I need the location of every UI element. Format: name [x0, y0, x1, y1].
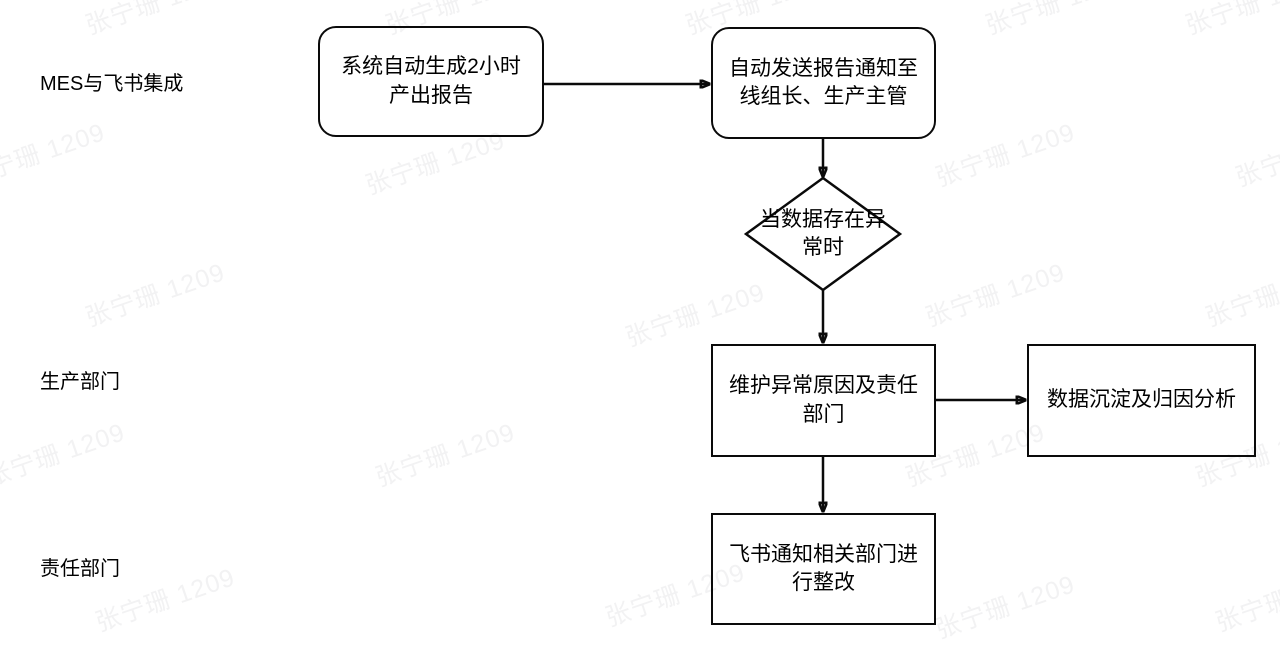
swimlane-label-production: 生产部门 — [40, 371, 120, 393]
node-data-analysis-label: 数据沉淀及归因分析 — [1047, 388, 1236, 412]
node-decision-abnormal-label: 当数据存在异常时 — [760, 207, 886, 259]
node-send-notice-label: 自动发送报告通知至线组长、生产主管 — [729, 56, 918, 108]
node-decision-abnormal[interactable]: 当数据存在异常时 — [746, 178, 900, 290]
node-feishu-notify-label: 飞书通知相关部门进行整改 — [729, 542, 918, 594]
decision-diamond-outline — [743, 176, 903, 292]
node-auto-report[interactable]: 系统自动生成2小时产出报告 — [318, 26, 544, 137]
swimlane-label-responsible: 责任部门 — [40, 558, 120, 580]
node-feishu-notify[interactable]: 飞书通知相关部门进行整改 — [711, 513, 936, 625]
node-maintain-cause-label: 维护异常原因及责任部门 — [729, 374, 918, 426]
swimlane-label-mes: MES与飞书集成 — [40, 73, 184, 95]
node-send-notice[interactable]: 自动发送报告通知至线组长、生产主管 — [711, 27, 936, 139]
node-maintain-cause[interactable]: 维护异常原因及责任部门 — [711, 344, 936, 457]
node-auto-report-label: 系统自动生成2小时产出报告 — [341, 55, 521, 107]
node-data-analysis[interactable]: 数据沉淀及归因分析 — [1027, 344, 1256, 457]
